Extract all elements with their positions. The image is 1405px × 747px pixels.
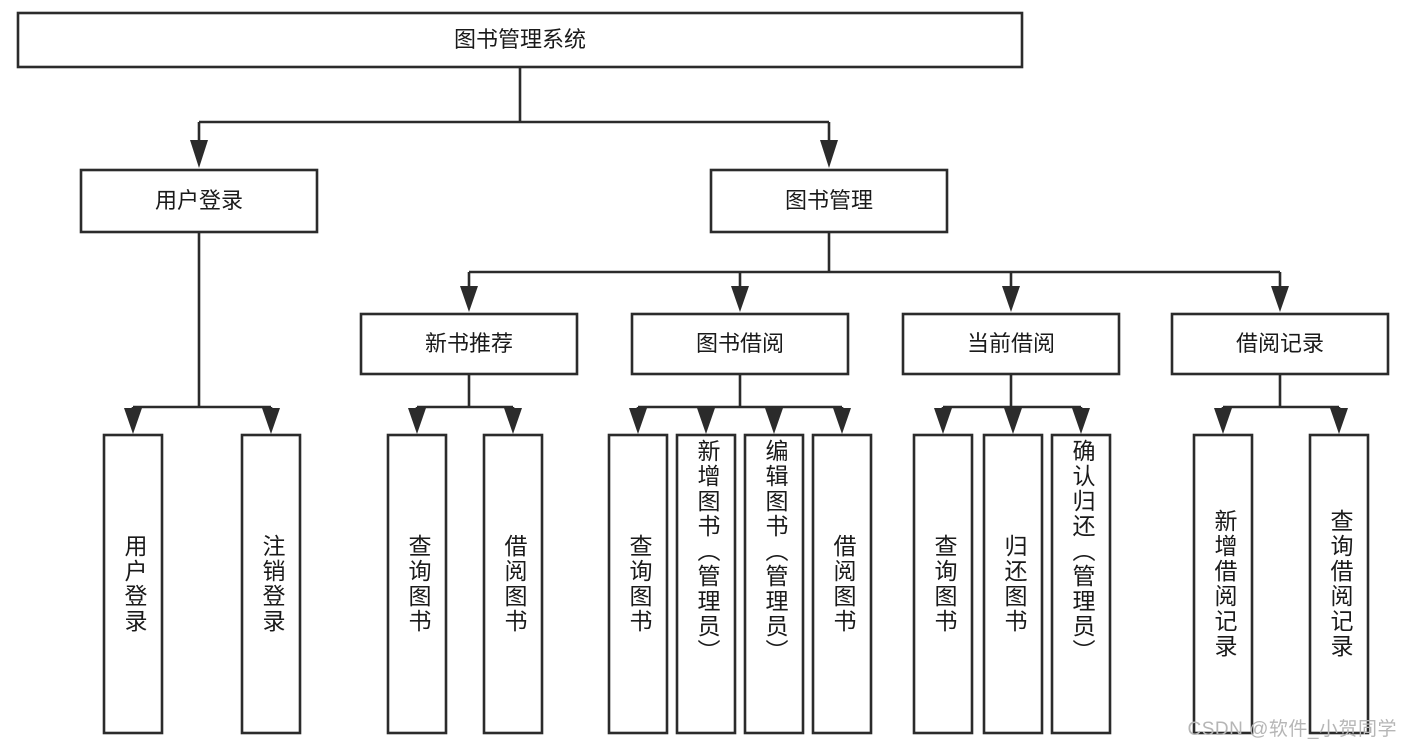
- connector-group-borrow-record-to-leaves: [1214, 374, 1348, 434]
- connector-group-current-borrow-to-leaves: [934, 374, 1090, 434]
- arrow-head-book-manage: [820, 140, 838, 168]
- csdn-watermark: CSDN @软件_小贺同学: [1187, 719, 1397, 740]
- connector-group-root-to-level2: [190, 67, 838, 168]
- node-box-leaf-borrow-query-book[interactable]: [607, 433, 669, 735]
- arrow-head-user-login: [190, 140, 208, 168]
- node-box-new-book-rec[interactable]: [359, 312, 579, 376]
- node-box-book-borrow[interactable]: [630, 312, 850, 376]
- arrow-head-leaf-borrow-query-book: [629, 408, 647, 434]
- node-label-new-book-rec: 新书推荐: [425, 331, 513, 356]
- arrow-head-leaf-cur-confirm-return: [1072, 408, 1090, 434]
- arrow-head-leaf-borrow-add-book: [697, 408, 715, 434]
- connector-group-new-book-rec-to-leaves: [408, 374, 522, 434]
- node-box-leaf-cur-return-book[interactable]: [982, 433, 1044, 735]
- arrow-head-leaf-user-logout: [262, 408, 280, 434]
- node-box-leaf-borrow-borrow-book[interactable]: [811, 433, 873, 735]
- connector-group-book-borrow-to-leaves: [629, 374, 851, 434]
- node-box-book-manage[interactable]: [709, 168, 949, 234]
- node-box-leaf-borrow-edit-book[interactable]: [743, 433, 805, 735]
- arrow-head-leaf-cur-query-book: [934, 408, 952, 434]
- arrow-head-book-borrow: [731, 286, 749, 312]
- node-box-leaf-cur-confirm-return[interactable]: [1050, 433, 1112, 735]
- node-box-leaf-user-login[interactable]: [102, 433, 164, 735]
- node-label-borrow-record: 借阅记录: [1236, 331, 1324, 356]
- arrow-head-borrow-record: [1271, 286, 1289, 312]
- arrow-head-leaf-rec-query-record: [1330, 408, 1348, 434]
- arrow-head-leaf-borrow-edit-book: [765, 408, 783, 434]
- node-box-leaf-user-logout[interactable]: [240, 433, 302, 735]
- node-box-borrow-record[interactable]: [1170, 312, 1390, 376]
- node-box-leaf-borrow-add-book[interactable]: [675, 433, 737, 735]
- node-label-book-manage: 图书管理: [785, 188, 873, 213]
- arrow-head-leaf-rec-query-book: [408, 408, 426, 434]
- node-box-leaf-rec-add-record[interactable]: [1192, 433, 1254, 735]
- node-box-user-login[interactable]: [79, 168, 319, 234]
- node-box-leaf-rec-query-record[interactable]: [1308, 433, 1370, 735]
- arrow-head-leaf-cur-return-book: [1004, 408, 1022, 434]
- arrow-head-leaf-borrow-borrow-book: [833, 408, 851, 434]
- arrow-head-current-borrow: [1002, 286, 1020, 312]
- arrow-head-new-book-rec: [460, 286, 478, 312]
- node-label-current-borrow: 当前借阅: [967, 331, 1055, 356]
- node-box-leaf-rec-borrow-book[interactable]: [482, 433, 544, 735]
- arrow-head-leaf-rec-add-record: [1214, 408, 1232, 434]
- node-box-root[interactable]: [16, 11, 1024, 69]
- connector-group-book-manage-to-level3: [460, 232, 1289, 312]
- arrow-head-leaf-user-login: [124, 408, 142, 434]
- connector-group-user-login-to-leaves: [124, 232, 280, 434]
- node-box-leaf-cur-query-book[interactable]: [912, 433, 974, 735]
- node-label-root: 图书管理系统: [454, 27, 586, 52]
- node-label-book-borrow: 图书借阅: [696, 331, 784, 356]
- node-box-current-borrow[interactable]: [901, 312, 1121, 376]
- node-box-leaf-rec-query-book[interactable]: [386, 433, 448, 735]
- node-label-user-login: 用户登录: [155, 188, 243, 213]
- arrow-head-leaf-rec-borrow-book: [504, 408, 522, 434]
